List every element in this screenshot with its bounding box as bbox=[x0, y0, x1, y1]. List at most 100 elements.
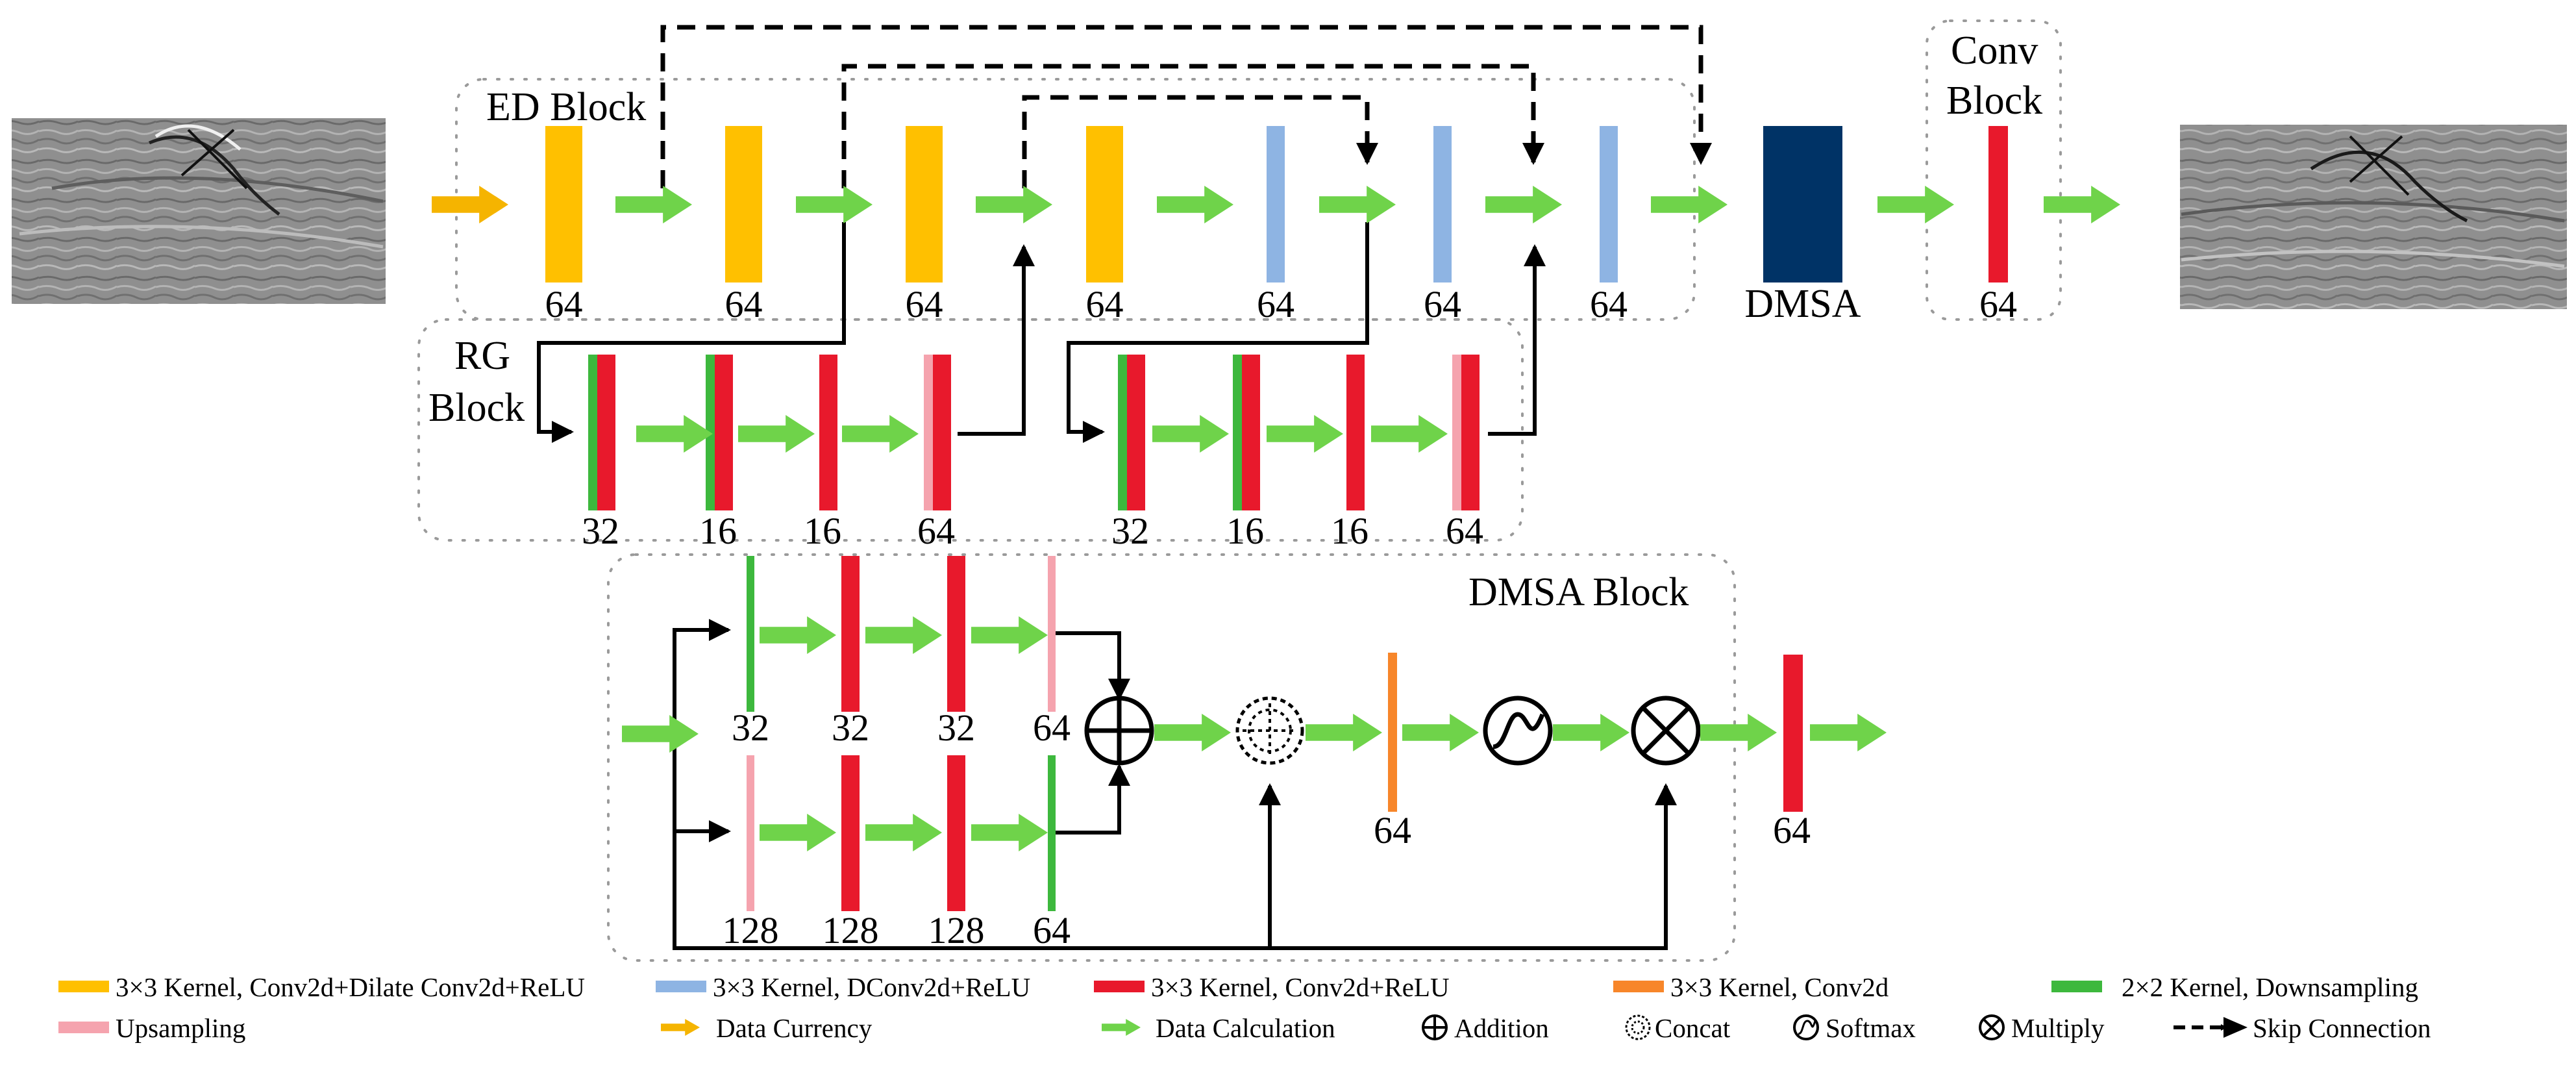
conv-block-layer bbox=[1988, 126, 2008, 282]
dmsa-top-layer-2 bbox=[841, 556, 860, 712]
ed-flow-arrow-2 bbox=[796, 186, 873, 223]
ed-layer-2 bbox=[725, 126, 762, 282]
legend-multiply-icon bbox=[1979, 1014, 2005, 1040]
legend-orange-swatch bbox=[1613, 981, 1664, 992]
ed-channel-label: 64 bbox=[725, 283, 763, 325]
dmsa-final-arrow bbox=[1810, 714, 1887, 751]
dmsa-bottom-layer-2 bbox=[841, 755, 860, 911]
dmsa-softmax-arrow bbox=[1553, 714, 1629, 751]
data-currency-arrow bbox=[432, 186, 508, 223]
dmsa-top-layer-2-body bbox=[841, 556, 860, 712]
ed-layer-7-body bbox=[1600, 126, 1618, 282]
dmsa-top-channel-label: 32 bbox=[732, 707, 769, 749]
rg1-layer-1-accent bbox=[588, 355, 597, 510]
dmsa-top-layer-1-body bbox=[747, 556, 754, 712]
multiply-cross bbox=[1641, 706, 1690, 755]
rg2-layer-2-accent bbox=[1233, 355, 1242, 510]
rg2-layer-1-accent bbox=[1118, 355, 1127, 510]
concat-cross bbox=[1243, 703, 1297, 758]
rg2-layer-2 bbox=[1233, 355, 1260, 510]
dmsa-bottom-arrow-1 bbox=[760, 814, 836, 851]
ed-channel-label: 64 bbox=[1086, 283, 1124, 325]
dmsa-top-channel-label: 64 bbox=[1033, 707, 1071, 749]
legend-data-calc-label: Data Calculation bbox=[1156, 1013, 1335, 1043]
rg1-channel-label: 32 bbox=[582, 510, 619, 552]
dmsa-top-layer-1 bbox=[747, 556, 754, 712]
rg1-layer-3 bbox=[819, 355, 837, 510]
softmax-curve bbox=[1492, 712, 1545, 749]
legend-softmax-ring bbox=[1793, 1014, 1819, 1040]
dmsa-bottom-layer-2-body bbox=[841, 755, 860, 911]
dmsa-bottom-channel-label: 128 bbox=[928, 909, 985, 951]
multiply-icon bbox=[1631, 696, 1701, 766]
dmsa-out-arrow bbox=[1877, 186, 1954, 223]
legend-multiply-ring bbox=[1979, 1014, 2005, 1040]
rg2-layer-4-body bbox=[1461, 355, 1480, 510]
dmsa-in-arrow bbox=[622, 715, 699, 753]
rg2-layer-1 bbox=[1118, 355, 1145, 510]
conv-block-title-line2: Block bbox=[1946, 79, 2042, 123]
dmsa-conv-channel-label: 64 bbox=[1374, 809, 1411, 851]
dmsa-module-label: DMSA bbox=[1744, 282, 1861, 326]
rg2-layer-3 bbox=[1346, 355, 1365, 510]
dmsa-top-arrow-3 bbox=[971, 616, 1048, 654]
rg1-layer-1-body bbox=[597, 355, 615, 510]
rg2-flow-arrow-3 bbox=[1371, 415, 1448, 453]
softmax-ring bbox=[1483, 696, 1553, 766]
legend-red-label: 3×3 Kernel, Conv2d+ReLU bbox=[1151, 972, 1450, 1002]
legend-data-currency-label: Data Currency bbox=[716, 1013, 873, 1043]
output-seismic-image bbox=[2180, 125, 2567, 309]
ed-layer-5 bbox=[1267, 126, 1285, 282]
rg1-layer-4-accent bbox=[924, 355, 933, 510]
blocks-and-arrows bbox=[432, 126, 2120, 911]
dmsa-top-layer-4-body bbox=[1048, 556, 1056, 712]
dmsa-concat-arrow bbox=[1306, 714, 1382, 751]
dmsa-multiply-arrow bbox=[1700, 714, 1777, 751]
dmsa-bottom-channel-label: 128 bbox=[823, 909, 879, 951]
conv-channel-label: 64 bbox=[1979, 283, 2017, 325]
ed-layer-7 bbox=[1600, 126, 1618, 282]
rg2-layer-1-body bbox=[1127, 355, 1145, 510]
rg1-flow-arrow-2 bbox=[738, 415, 815, 453]
legend-orange-label: 3×3 Kernel, Conv2d bbox=[1670, 972, 1889, 1002]
ed-channel-label: 64 bbox=[1590, 283, 1628, 325]
rg1-channel-label: 16 bbox=[699, 510, 737, 552]
dmsa-top-arrow-2 bbox=[865, 616, 942, 654]
legend-concat-inner bbox=[1631, 1020, 1645, 1035]
legend-blue-label: 3×3 Kernel, DConv2d+ReLU bbox=[713, 972, 1030, 1002]
legend-concat-icon bbox=[1625, 1014, 1651, 1040]
ed-flow-arrow-3 bbox=[976, 186, 1052, 223]
rg1-layer-4-body bbox=[933, 355, 951, 510]
dmsa-top-channel-label: 32 bbox=[832, 707, 869, 749]
skip-connections bbox=[660, 25, 1712, 188]
ed-block-title: ED Block bbox=[486, 85, 646, 129]
dmsa-conv-arrow bbox=[1402, 714, 1479, 751]
ed-channel-label: 64 bbox=[1257, 283, 1294, 325]
legend-addition-icon bbox=[1422, 1014, 1448, 1040]
dmsa-out-channel-label: 64 bbox=[1773, 809, 1811, 851]
plus-circle-icon bbox=[1084, 696, 1154, 766]
rg2-channel-label: 16 bbox=[1226, 510, 1264, 552]
rg1-layer-2-body bbox=[715, 355, 733, 510]
ed-channel-label: 64 bbox=[1424, 283, 1461, 325]
ed-layer-3-body bbox=[906, 126, 943, 282]
dmsa-bottom-channel-label: 128 bbox=[723, 909, 779, 951]
rg2-flow-arrow-1 bbox=[1152, 415, 1229, 453]
legend-multiply-label: Multiply bbox=[2011, 1013, 2105, 1043]
dmsa-top-layer-3-body bbox=[947, 556, 965, 712]
legend-yellow-label: 3×3 Kernel, Conv2d+Dilate Conv2d+ReLU bbox=[116, 972, 585, 1002]
dmsa-bottom-layer-1-body bbox=[747, 755, 754, 911]
dmsa-bottom-layer-3 bbox=[947, 755, 965, 911]
rg1-layer-3-body bbox=[819, 355, 837, 510]
dmsa-conv2d-layer bbox=[1388, 653, 1397, 812]
input-seismic-image bbox=[12, 118, 386, 304]
legend-blue-swatch bbox=[656, 981, 706, 992]
ed-flow-arrow-5 bbox=[1319, 186, 1396, 223]
dmsa-bottom-channel-label: 64 bbox=[1033, 909, 1071, 951]
ed-channel-label: 64 bbox=[545, 283, 583, 325]
ed-flow-arrow-4 bbox=[1157, 186, 1233, 223]
final-output-arrow bbox=[2044, 186, 2120, 223]
legend-skip-arrowhead bbox=[2223, 1017, 2248, 1038]
dmsa-top-layer-4 bbox=[1048, 556, 1056, 712]
legend-pink-swatch bbox=[58, 1022, 109, 1033]
